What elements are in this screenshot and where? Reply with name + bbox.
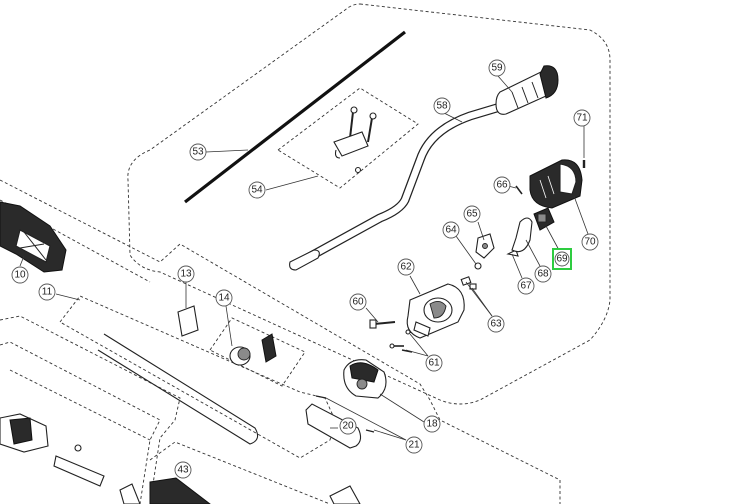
hardware-group-54-outline: [277, 87, 419, 189]
callout-21[interactable]: 21: [405, 436, 423, 454]
svg-text:59: 59: [491, 63, 503, 74]
tube-11: [97, 333, 259, 445]
callout-67[interactable]: 67: [517, 277, 535, 295]
callout-53[interactable]: 53: [189, 143, 207, 161]
trigger-68: [511, 217, 533, 253]
throttle-housing-70: [529, 159, 583, 209]
screw-21b: [365, 429, 375, 433]
svg-text:18: 18: [426, 419, 438, 430]
switch-69: [533, 207, 555, 231]
group-14-outline: [209, 317, 306, 387]
handlebar-tube-58-fill: [296, 100, 514, 266]
housing-62: [406, 283, 465, 339]
svg-text:71: 71: [576, 113, 588, 124]
svg-text:60: 60: [352, 297, 364, 308]
callout-68[interactable]: 68: [534, 265, 552, 283]
svg-text:64: 64: [445, 225, 457, 236]
foam-13: [177, 305, 199, 337]
callout-14[interactable]: 14: [215, 289, 233, 307]
bolt-60: [369, 319, 396, 329]
callout-71[interactable]: 71: [573, 109, 591, 127]
callout-70[interactable]: 70: [581, 233, 599, 251]
guard-20: [305, 403, 362, 449]
lever-65: [475, 233, 495, 259]
lower-frame-outline-2: [0, 341, 161, 504]
bushings-14: [229, 333, 277, 366]
callout-10[interactable]: 10: [11, 266, 29, 284]
rod-53: [184, 30, 406, 204]
svg-text:61: 61: [428, 358, 440, 369]
callout-66[interactable]: 66: [493, 176, 511, 194]
motor-assembly: [0, 413, 105, 487]
svg-text:58: 58: [436, 101, 448, 112]
component-10: [0, 201, 67, 273]
svg-text:65: 65: [466, 209, 478, 220]
bottom-bracket: [329, 485, 361, 504]
svg-text:20: 20: [342, 421, 354, 432]
callout-62[interactable]: 62: [397, 258, 415, 276]
svg-text:70: 70: [584, 237, 596, 248]
svg-text:43: 43: [177, 465, 189, 476]
svg-text:63: 63: [490, 319, 502, 330]
svg-text:67: 67: [520, 281, 532, 292]
svg-text:69: 69: [556, 254, 568, 265]
callout-43[interactable]: 43: [174, 461, 192, 479]
svg-text:53: 53: [192, 147, 204, 158]
svg-text:68: 68: [537, 269, 549, 280]
group-11-outline: [59, 295, 336, 459]
callout-63[interactable]: 63: [487, 315, 505, 333]
callout-18[interactable]: 18: [423, 415, 441, 433]
svg-text:21: 21: [408, 440, 420, 451]
callout-69-highlighted[interactable]: 69: [552, 248, 572, 270]
callout-54[interactable]: 54: [248, 181, 266, 199]
callout-59[interactable]: 59: [488, 59, 506, 77]
leader-lines: [19, 75, 589, 441]
handlebar-group-outline: [127, 3, 611, 405]
callout-20[interactable]: 20: [339, 417, 357, 435]
callout-60[interactable]: 60: [349, 293, 367, 311]
lower-frame-outline: [0, 315, 181, 504]
callout-61[interactable]: 61: [425, 354, 443, 372]
callout-65[interactable]: 65: [463, 205, 481, 223]
handlebar-end-58: [289, 249, 320, 271]
svg-text:66: 66: [496, 180, 508, 191]
spring-64: [474, 262, 482, 270]
bracket-54: [333, 106, 377, 174]
pin-66: [515, 185, 523, 195]
callout-58[interactable]: 58: [433, 97, 451, 115]
frame-outline: [0, 179, 561, 504]
component-43: [119, 477, 211, 504]
svg-text:62: 62: [400, 262, 412, 273]
head-18: [343, 359, 387, 399]
callout-13[interactable]: 13: [177, 265, 195, 283]
svg-text:14: 14: [218, 293, 230, 304]
callout-11[interactable]: 11: [38, 283, 56, 301]
svg-text:54: 54: [251, 185, 263, 196]
screw-21a: [315, 395, 327, 399]
lower-frame-outline-3: [9, 369, 151, 441]
callout-64[interactable]: 64: [442, 221, 460, 239]
grip-59: [495, 65, 559, 115]
clips-63: [460, 276, 477, 290]
svg-text:13: 13: [180, 269, 192, 280]
svg-text:11: 11: [42, 287, 53, 298]
svg-text:10: 10: [14, 270, 26, 281]
